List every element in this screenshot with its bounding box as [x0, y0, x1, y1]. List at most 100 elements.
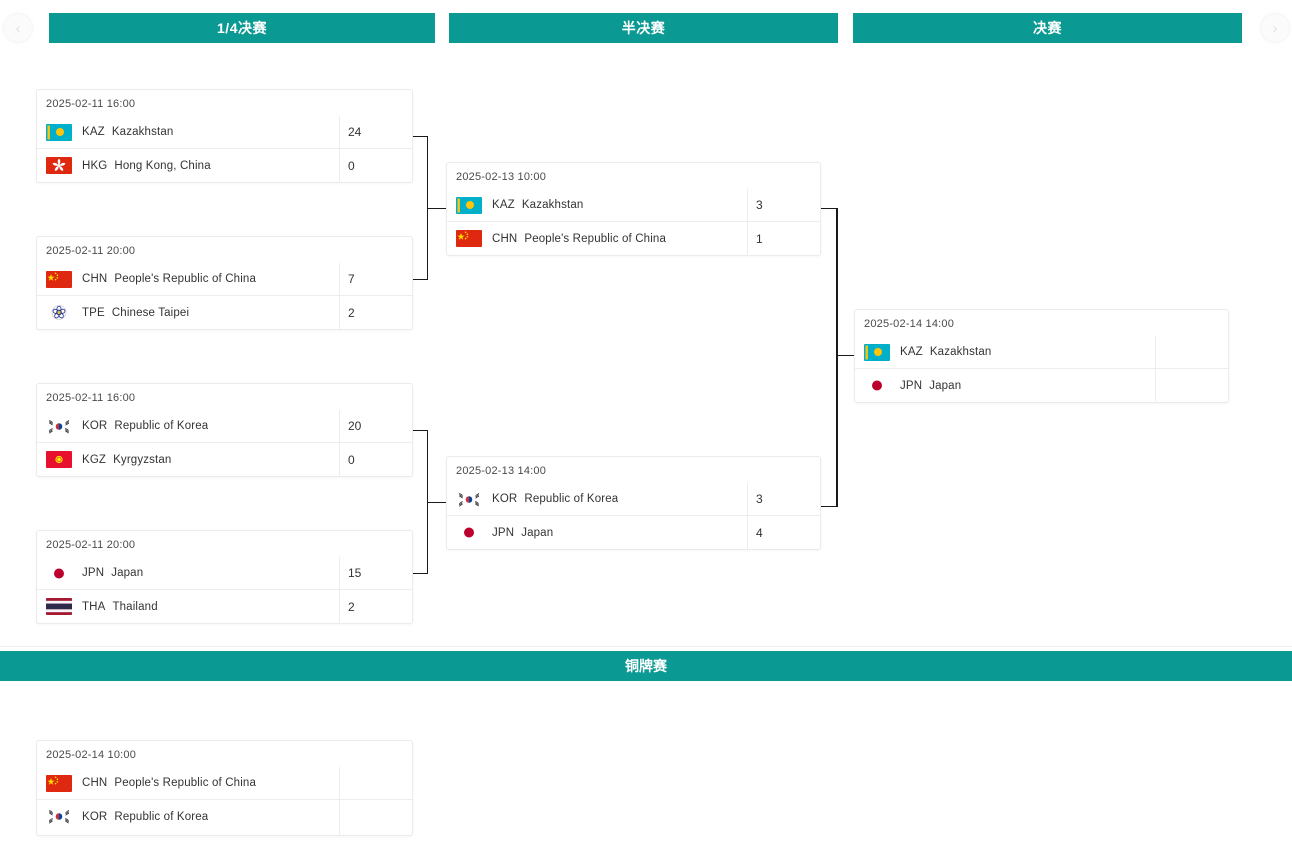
score-cell: 24	[348, 125, 362, 139]
score-cell: 0	[348, 452, 355, 467]
team-name: People's Republic of China	[114, 777, 256, 789]
flag-chn-icon	[46, 270, 72, 288]
connector-sf-pair-vertical	[836, 208, 838, 507]
score-divider	[339, 557, 340, 624]
team-code: KAZ	[900, 346, 923, 358]
team-code: HKG	[82, 159, 108, 172]
team-code: CHN	[492, 232, 518, 245]
flag-kor-icon	[456, 490, 482, 508]
team-code: JPN	[900, 379, 923, 392]
match-date: 2025-02-11 20:00	[46, 539, 136, 551]
team-code: KOR	[82, 810, 108, 823]
round-header-semifinal-label: 半决赛	[621, 20, 666, 36]
team-name: Kyrgyzstan	[113, 453, 172, 466]
score-divider	[339, 116, 340, 183]
team-code: KAZ	[492, 199, 515, 211]
team-label: HKG Hong Kong, China	[82, 160, 211, 172]
scroll-left-button[interactable]: ‹	[4, 14, 32, 42]
team-cell: JPN Japan	[447, 524, 745, 541]
round-header-bronze: 铜牌赛	[0, 651, 1292, 681]
team-code: THA	[82, 600, 106, 613]
connector-qf2-out	[413, 279, 428, 280]
team-name: Kazakhstan	[111, 126, 174, 138]
match-date: 2025-02-14 14:00	[864, 318, 955, 330]
team-label: KAZ Kazakhstan	[900, 346, 991, 358]
flag-jpn-icon	[46, 564, 72, 582]
table-row[interactable]: KAZ Kazakhstan	[855, 336, 1228, 369]
team-name: Japan	[521, 526, 554, 539]
round-header-semifinal: 半决赛	[449, 13, 838, 43]
score-divider	[1155, 336, 1156, 403]
round-header-quarterfinal-label: 1/4决赛	[217, 20, 267, 36]
flag-tpe-icon	[46, 304, 72, 321]
team-name: Kazakhstan	[929, 346, 992, 358]
flag-kaz-icon	[46, 123, 72, 141]
team-code: JPN	[492, 526, 515, 539]
flag-kaz-icon	[864, 343, 890, 361]
match-date: 2025-02-11 20:00	[46, 245, 136, 257]
score-divider	[747, 483, 748, 550]
team-name: Chinese Taipei	[111, 306, 190, 319]
flag-hkg-icon	[46, 157, 72, 174]
match-date: 2025-02-11 16:00	[46, 392, 136, 404]
match-date: 2025-02-13 10:00	[456, 171, 547, 183]
score-cell: 15	[348, 566, 362, 580]
flag-kor-icon	[46, 417, 72, 435]
team-code: KOR	[82, 420, 108, 432]
flag-jpn-icon	[864, 377, 890, 394]
team-name: Hong Kong, China	[114, 159, 211, 172]
score-cell: 2	[348, 599, 355, 614]
scroll-right-button[interactable]: ›	[1261, 14, 1289, 42]
table-row[interactable]: JPN Japan 4	[447, 516, 820, 549]
team-code: CHN	[82, 273, 108, 285]
team-name: People's Republic of China	[524, 232, 666, 245]
chevron-left-icon: ‹	[15, 19, 21, 37]
score-cell: 2	[348, 305, 355, 320]
flag-jpn-icon	[456, 524, 482, 541]
score-cell: 3	[756, 492, 763, 506]
match-date: 2025-02-13 14:00	[456, 465, 547, 477]
match-date: 2025-02-14 10:00	[46, 749, 137, 761]
score-cell: 4	[756, 525, 763, 540]
connector-sf1-in	[427, 208, 446, 209]
flag-kgz-icon	[46, 451, 72, 468]
